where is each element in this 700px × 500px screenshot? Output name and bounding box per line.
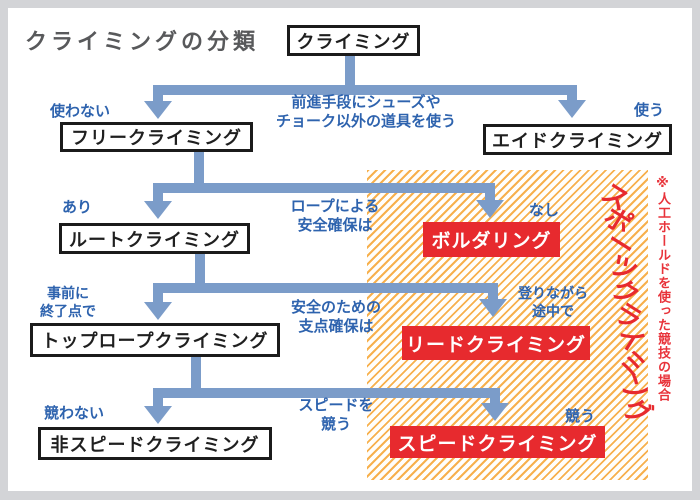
label-row1-condition-line1: 前進手段にシューズや — [291, 93, 441, 111]
label-row2-right: なし — [529, 201, 560, 219]
diagram-title: クライミングの分類 — [25, 30, 260, 55]
label-row1-condition: 前進手段にシューズや チョーク以外の道具を使う — [266, 93, 466, 131]
node-nonspeed-climbing: 非スピードクライミング — [38, 427, 272, 460]
artificial-hold-note: ※人工ホールドを使った競技の場合 — [655, 176, 670, 402]
arrowhead-row2-right — [476, 200, 504, 218]
label-row3-left-line1: 事前に — [47, 286, 89, 302]
label-row1-condition-line2: チョーク以外の道具を使う — [275, 112, 456, 130]
label-row3-right-line1: 登りながら — [518, 286, 588, 302]
connector-row2-right-drop — [485, 193, 495, 201]
label-row2-condition-line2: 安全確保は — [297, 216, 373, 234]
arrowhead-row1-left — [144, 101, 172, 119]
label-row1-right: 使う — [634, 101, 665, 119]
node-route-climbing: ルートクライミング — [59, 223, 250, 254]
connector-row2-stem — [194, 152, 204, 193]
arrowhead-row3-right — [479, 299, 507, 317]
connector-row2-bar — [153, 183, 495, 193]
label-row3-left-line2: 終了点で — [40, 304, 96, 320]
connector-row4-left-drop — [153, 398, 163, 407]
label-row4-right: 競う — [565, 407, 596, 425]
label-row2-condition: ロープによる 安全確保は — [260, 197, 410, 235]
node-bouldering: ボルダリング — [423, 222, 560, 257]
connector-row3-right-drop — [488, 293, 498, 300]
label-row2-left: あり — [62, 198, 93, 216]
connector-row3-left-drop — [153, 293, 163, 302]
label-row4-condition-line2: 競う — [320, 415, 351, 433]
node-speed-climbing: スピードクライミング — [390, 426, 605, 458]
arrowhead-row3-left — [144, 302, 172, 320]
label-row4-left: 競わない — [44, 404, 105, 422]
connector-row1-right-drop — [567, 95, 577, 101]
label-row3-right-line2: 途中で — [532, 304, 574, 320]
connector-row2-left-drop — [153, 193, 163, 202]
node-toprope-climbing: トップロープクライミング — [30, 323, 280, 357]
node-climbing: クライミング — [287, 25, 420, 56]
label-row3-condition-line1: 安全のための — [290, 298, 381, 316]
connector-row1-stem — [345, 56, 355, 95]
arrowhead-row1-right — [558, 100, 586, 118]
label-row4-condition: スピードを 競う — [276, 396, 396, 434]
label-row3-right: 登りながら 途中で — [505, 285, 601, 321]
connector-row3-bar — [153, 283, 498, 293]
label-row3-left: 事前に 終了点で — [30, 285, 106, 321]
connector-row4-bar — [153, 388, 500, 398]
label-row3-condition-line2: 支点確保は — [298, 317, 374, 335]
node-free-climbing: フリークライミング — [60, 122, 253, 152]
connector-row1-bar — [153, 85, 577, 95]
label-row4-condition-line1: スピードを — [298, 396, 374, 414]
label-row1-left: 使わない — [50, 102, 111, 120]
node-lead-climbing: リードクライミング — [402, 326, 590, 360]
arrowhead-row2-left — [144, 201, 172, 219]
label-row3-condition: 安全のための 支点確保は — [261, 298, 411, 336]
node-aid-climbing: エイドクライミング — [483, 124, 672, 155]
connector-row3-stem — [195, 254, 205, 293]
arrowhead-row4-right — [481, 403, 509, 421]
arrowhead-row4-left — [144, 406, 172, 424]
connector-row4-stem — [191, 357, 201, 398]
connector-row4-right-drop — [490, 398, 500, 404]
connector-row1-left-drop — [153, 95, 163, 102]
label-row2-condition-line1: ロープによる — [290, 197, 380, 215]
